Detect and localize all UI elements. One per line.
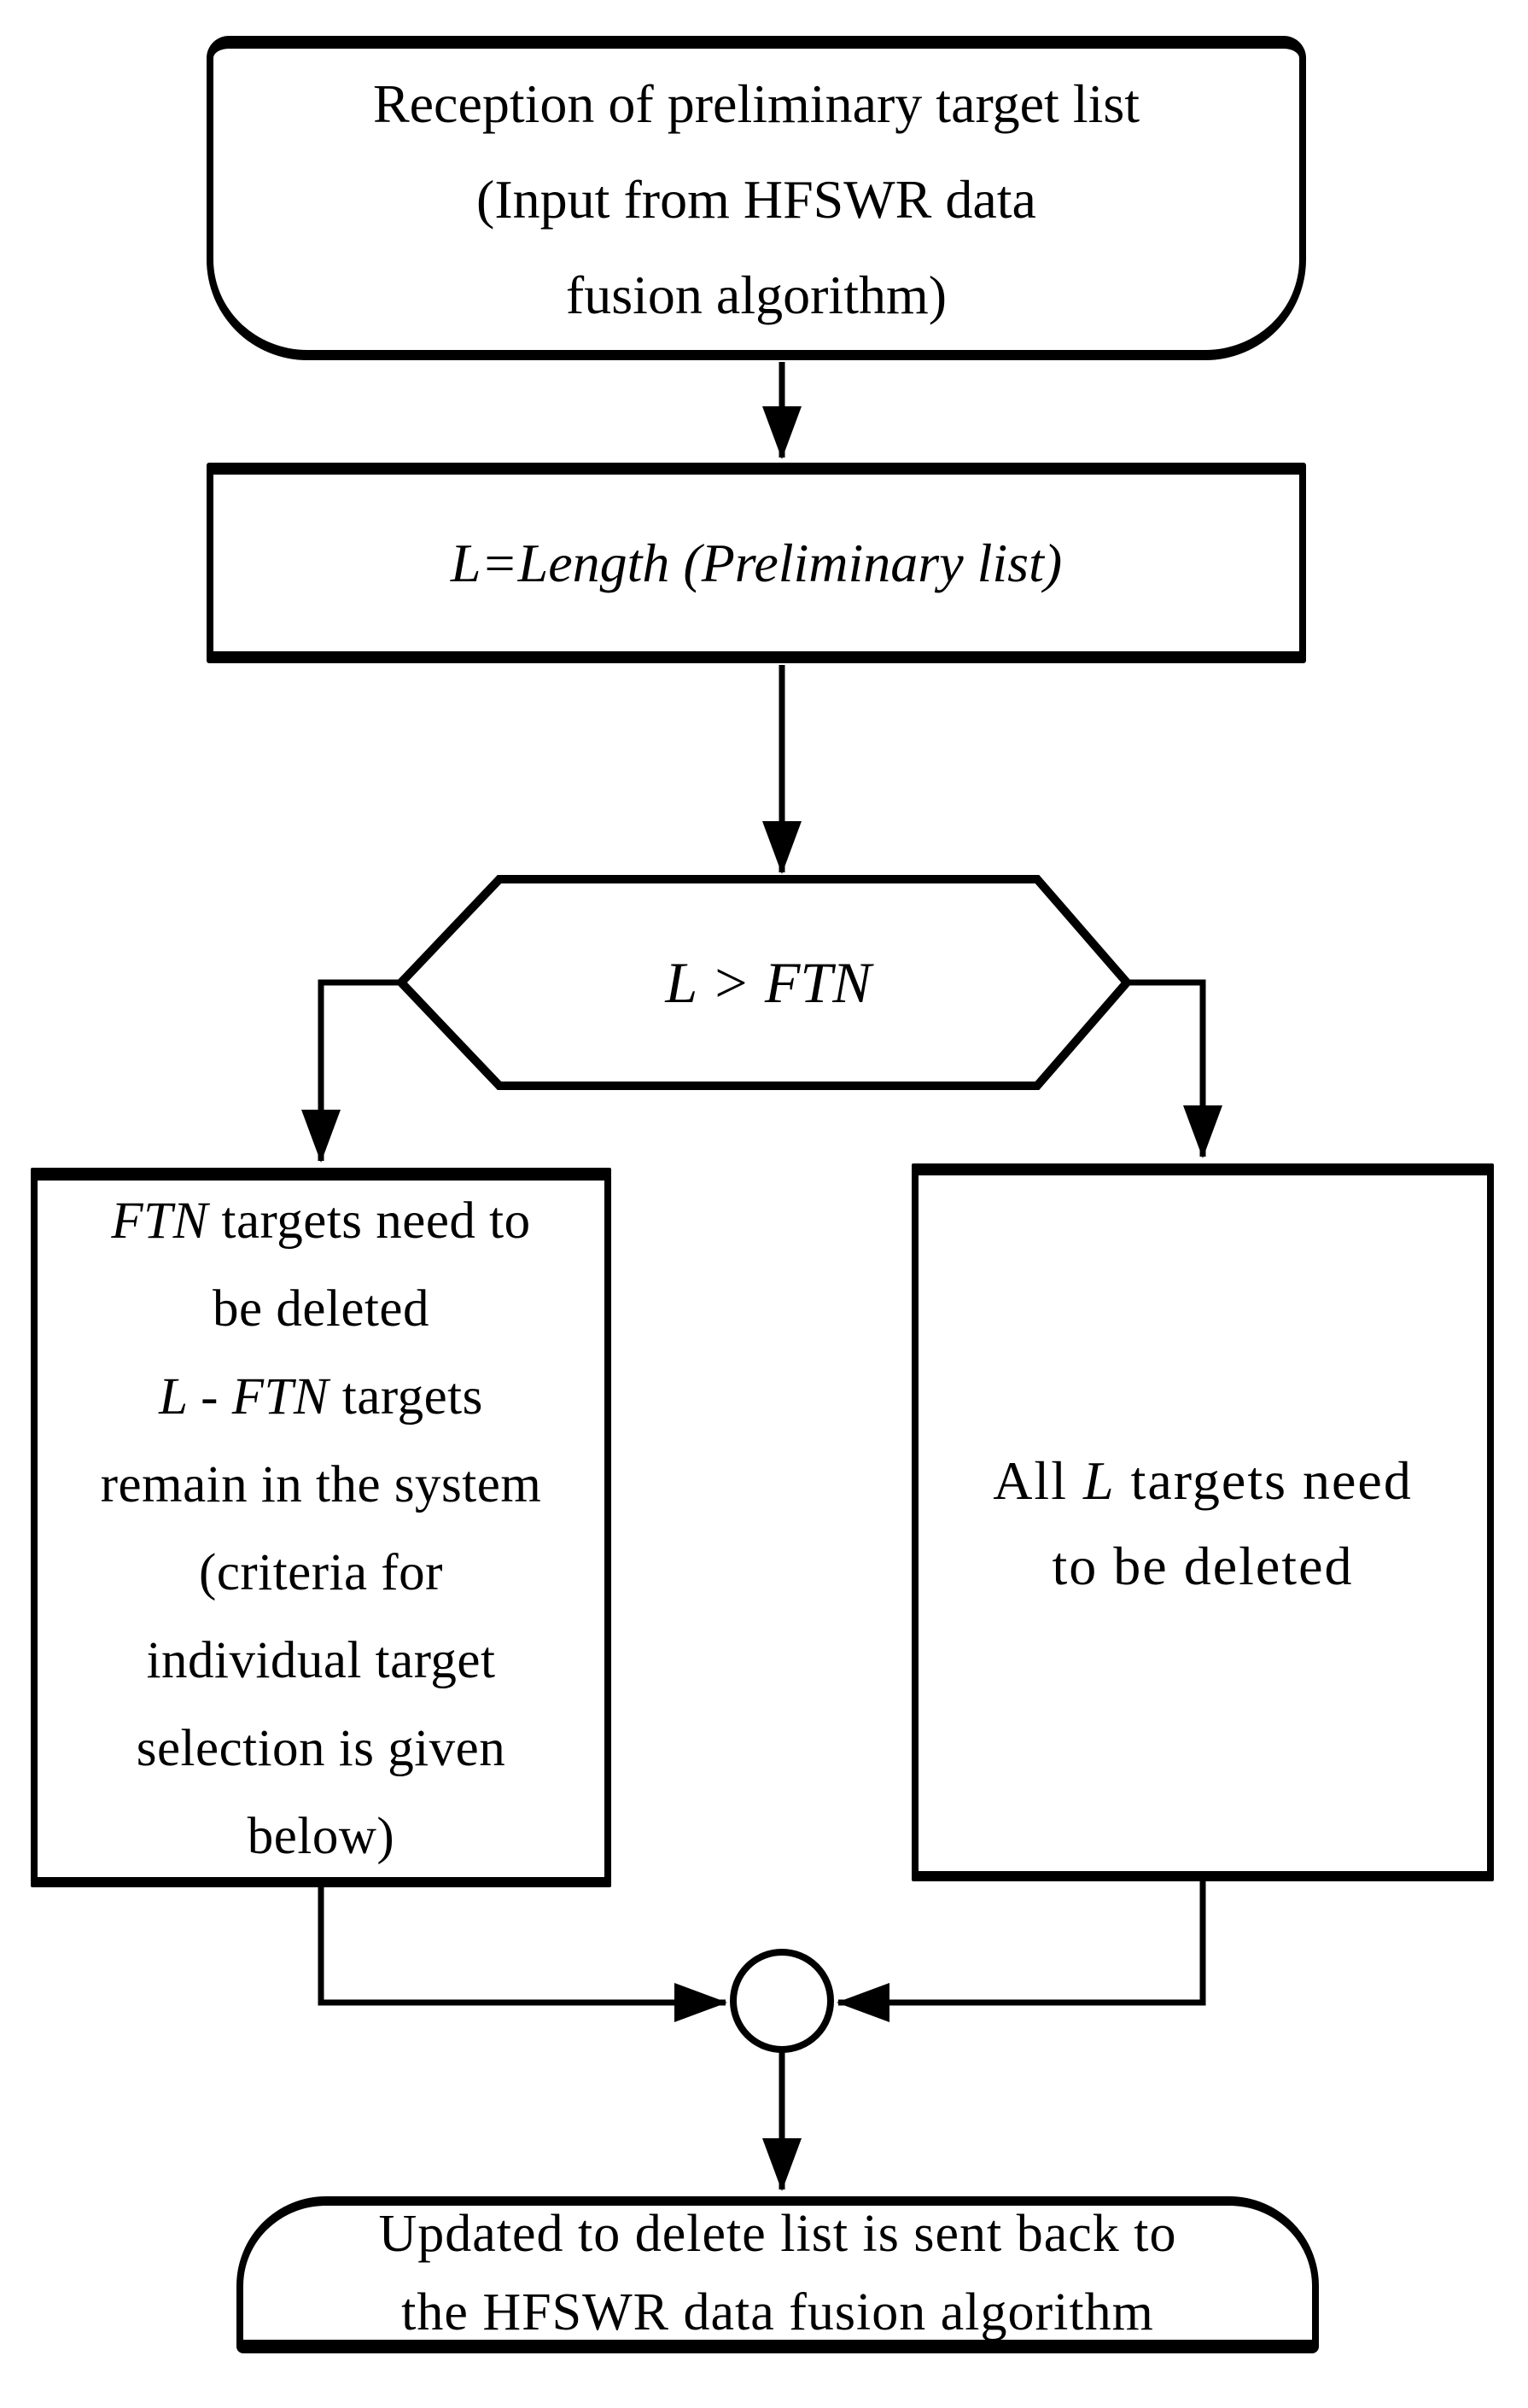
text-line: the HFSWR data fusion algorithm (401, 2283, 1154, 2341)
connector-decision-to-delete-all (1127, 979, 1222, 1158)
connector-delete-ftn-to-merge (318, 1887, 727, 2022)
text-line: L - FTN targets (159, 1368, 483, 1426)
node-start: Reception of preliminary target list (Inp… (207, 36, 1306, 360)
node-end: Updated to delete list is sent back to th… (236, 2196, 1319, 2353)
node-delete-ftn: FTN targets need to be deleted L - FTN tar… (31, 1168, 611, 1887)
text-line: Reception of preliminary target list (372, 73, 1140, 134)
text-line: (criteria for (199, 1544, 443, 1601)
text-line: (Input from HFSWR data (476, 168, 1036, 230)
node-delete-all: All L targets need to be deleted (912, 1163, 1494, 1881)
connector-delete-all-to-merge (837, 1881, 1206, 2022)
node-decision-label: L > FTN (508, 927, 1029, 1038)
text-line: L > FTN (665, 949, 872, 1015)
text-line: Updated to delete list is sent back to (378, 2204, 1177, 2263)
text-line: below) (247, 1808, 395, 1865)
text-line: be deleted (213, 1280, 429, 1338)
text-line: remain in the system (100, 1456, 542, 1513)
node-length: L=Length (Preliminary list) (207, 463, 1306, 663)
node-merge-shape (730, 1949, 834, 2053)
text-line: L=Length (Preliminary list) (450, 532, 1063, 593)
connector-decision-to-delete-ftn (301, 979, 401, 1163)
text-line: individual target (146, 1632, 496, 1689)
text-line: All L targets need (993, 1449, 1413, 1511)
text-line: selection is given (136, 1720, 506, 1777)
text-line: FTN targets need to (111, 1192, 531, 1250)
text-line: to be deleted (1052, 1535, 1354, 1596)
text-line: fusion algorithm) (565, 264, 948, 325)
